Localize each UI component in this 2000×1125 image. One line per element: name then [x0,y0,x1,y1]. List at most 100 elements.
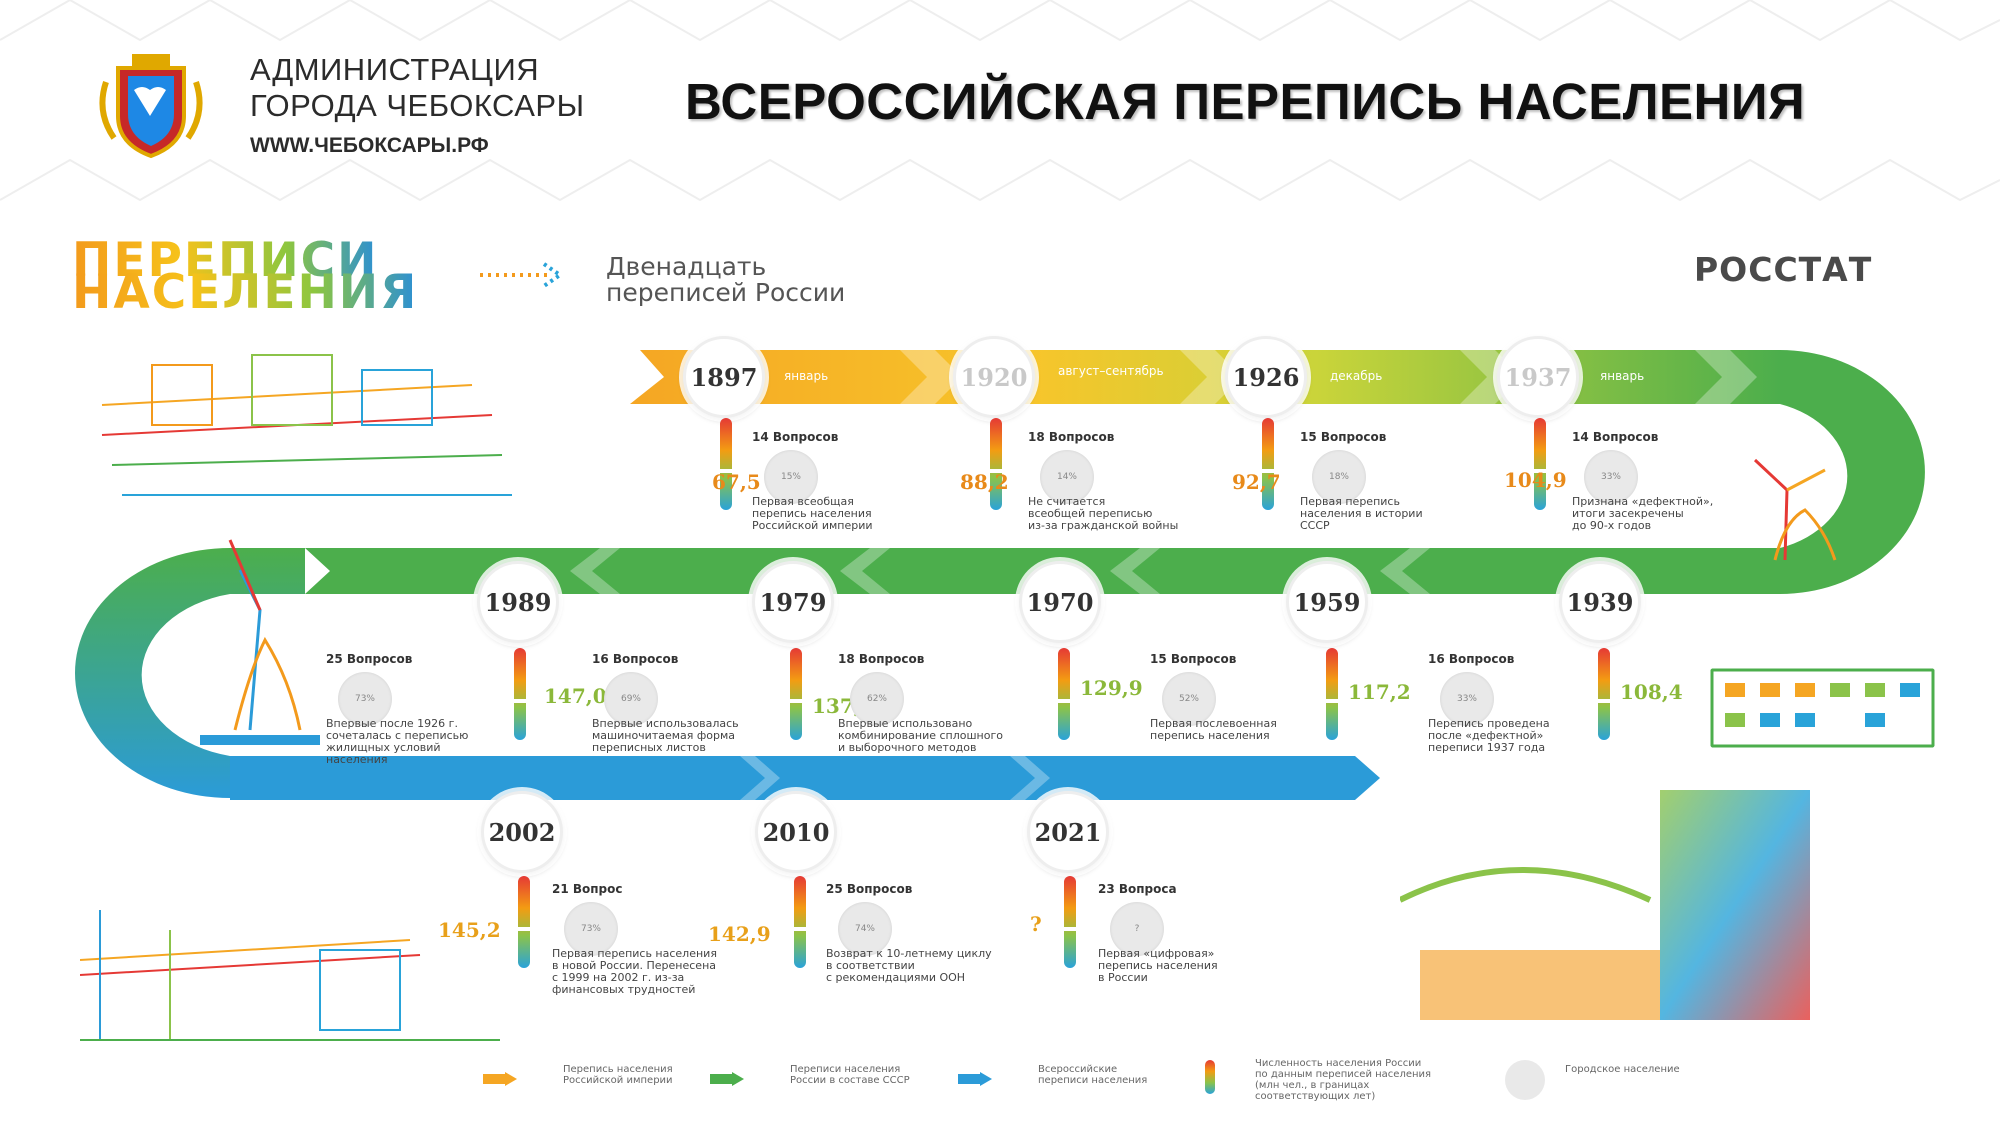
population-thermometer-icon [1321,648,1343,740]
population-thermometer-icon [1053,648,1075,740]
year-badge[interactable]: 1979 [752,561,834,643]
census-description-line: Не считается [1028,495,1106,508]
census-description-line: перепись населения [1150,729,1270,742]
arrow-legend-icon [980,1072,992,1086]
year-badge[interactable]: 1970 [1019,561,1101,643]
census-description-line: с рекомендациями ООН [826,971,966,984]
legend-label: переписи населения [1038,1075,1148,1086]
questions-count: 14 Вопросов [1572,430,1659,444]
org-name-line1: АДМИНИСТРАЦИЯ [250,52,540,87]
census-description-line: всеобщей переписью [1028,507,1153,520]
monument-sketch-right [1753,458,1837,561]
legend-label: Российской империи [563,1075,673,1086]
dotted-arrow-icon [480,262,564,288]
census-description-line: Первая всеобщая [752,495,854,508]
urban-population-pie: 14% [1040,450,1094,504]
questions-count: 15 Вопросов [1300,430,1387,444]
questions-count: 25 Вопросов [826,882,913,896]
year-badge[interactable]: 1959 [1286,561,1368,643]
year-badge[interactable]: 2021 [1027,791,1109,873]
questions-count: 21 Вопрос [552,882,623,896]
census-description-line: переписных листов [592,741,706,754]
thermometer-legend-icon [1205,1060,1215,1094]
census-description-line: населения [326,753,388,766]
legend-label: России в составе СССР [790,1075,910,1086]
population-thermometer-icon [789,876,811,968]
year-badge[interactable]: 1926 [1225,336,1307,418]
population-value: 104,9 [1504,468,1567,492]
population-value: 108,4 [1620,680,1683,704]
census-description-line: и выборочного методов [838,741,977,754]
bridge-sketch-bottom-left [80,910,500,1041]
census-description-line: населения в истории [1300,507,1423,520]
urban-population-pie: 15% [764,450,818,504]
census-month: с 15 октября по 14 ноября [1144,817,1244,844]
year-badge[interactable]: 1937 [1497,336,1579,418]
population-value: 67,5 [712,470,761,494]
office-building-sketch [1400,790,1810,1020]
legend-label: Численность населения России [1255,1058,1422,1069]
urban-population-pie: 52% [1162,672,1216,726]
legend-label: Переписи населения [790,1064,901,1075]
year-badge[interactable]: 1920 [953,336,1035,418]
questions-count: 23 Вопроса [1098,882,1177,896]
arrow-legend-bar [710,1074,732,1084]
infographic-subtitle-line1: Двенадцать [606,252,767,281]
population-thermometer-icon [785,648,807,740]
city-sketch-top-left [101,354,512,496]
questions-count: 18 Вопросов [838,652,925,666]
census-description-line: перепись населения [752,507,872,520]
census-description-line: Впервые после 1926 г. [326,717,458,730]
census-description-line: Первая перепись населения [552,947,717,960]
population-value: 88,2 [960,470,1009,494]
census-description-line: в России [1098,971,1148,984]
infographic-subtitle-line2: переписей России [606,278,846,307]
legend-label: Перепись населения [563,1064,673,1075]
census-month: январь [784,369,829,383]
org-website-link[interactable]: WWW.ЧЕБОКСАРЫ.РФ [250,134,489,157]
census-description-line: в соответствии [826,959,915,972]
population-thermometer-icon [509,648,531,740]
census-description-line: Первая перепись [1300,495,1400,508]
questions-count: 25 Вопросов [326,652,413,666]
population-thermometer-icon [715,418,737,510]
infographic-brand-line1: ПЕРЕПИСИ [72,233,379,288]
urban-population-pie: 69% [604,672,658,726]
year-badge[interactable]: 2010 [755,791,837,873]
census-description-line: перепись населения [1098,959,1218,972]
population-thermometer-icon [1257,418,1279,510]
census-month: август–сентябрь [1058,364,1164,378]
year-badge[interactable]: 1939 [1559,561,1641,643]
population-value: 129,9 [1080,676,1143,700]
questions-count: 14 Вопросов [752,430,839,444]
arrow-legend-icon [505,1072,517,1086]
census-month: январь [940,601,985,615]
population-value: 117,2 [1348,680,1411,704]
census-month: октябрь [586,829,637,843]
population-value: 147,0 [544,684,607,708]
population-thermometer-icon [1059,876,1081,968]
census-description-line: Первая послевоенная [1150,717,1277,730]
census-description-line: машиночитаемая форма [592,729,736,742]
census-description-line: из-за гражданской войны [1028,519,1179,532]
year-badge[interactable]: 1989 [477,561,559,643]
census-description-line: Впервые использовано [838,717,973,730]
arrow-legend-icon [732,1072,744,1086]
year-badge[interactable]: 1897 [683,336,765,418]
census-description-line: комбинирование сплошного [838,729,1003,742]
census-description-line: с 1999 на 2002 г. из-за [552,971,685,984]
census-description-line: итоги засекречены [1572,507,1684,520]
population-thermometer-icon [513,876,535,968]
legend-label: соответствующих лет) [1255,1091,1376,1102]
urban-population-pie: 18% [1312,450,1366,504]
org-name-line2: ГОРОДА ЧЕБОКСАРЫ [250,88,585,123]
census-description-line: СССР [1300,519,1330,532]
census-month: декабрь [1330,369,1383,383]
questions-count: 16 Вопросов [592,652,679,666]
census-description-line: Впервые использовалась [592,717,739,730]
year-badge[interactable]: 2002 [481,791,563,873]
census-description-line: после «дефектной» [1428,729,1544,742]
legend-label: (млн чел., в границах [1255,1080,1370,1091]
questions-count: 16 Вопросов [1428,652,1515,666]
